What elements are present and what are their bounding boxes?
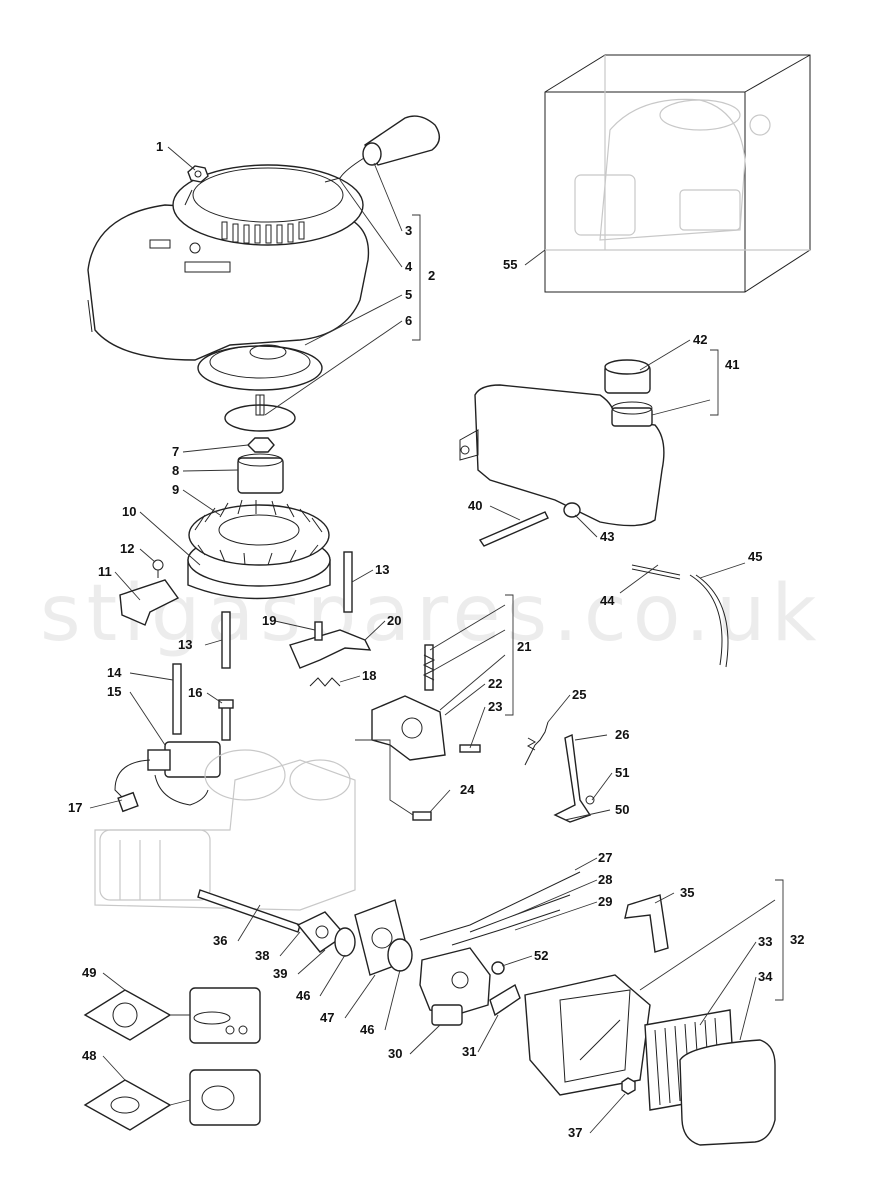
label-45: 45 <box>748 549 762 564</box>
bolt-14 <box>172 663 182 735</box>
gasket-46-a <box>334 927 356 957</box>
breather-tube-35 <box>624 894 669 953</box>
nut-1 <box>187 165 209 183</box>
label-35: 35 <box>680 885 694 900</box>
engine-assembly-box <box>544 54 811 293</box>
screw-16 <box>218 699 234 741</box>
fuel-cap <box>604 359 651 394</box>
gasket-31 <box>489 983 521 1017</box>
engine-block-ghost <box>94 749 356 911</box>
fuel-line <box>631 564 729 668</box>
label-3: 3 <box>405 223 412 238</box>
label-42: 42 <box>693 332 707 347</box>
control-plate <box>371 644 446 761</box>
fuel-tank <box>459 384 665 527</box>
label-23: 23 <box>488 699 502 714</box>
carburetor <box>419 947 491 1026</box>
governor-arm <box>289 621 372 687</box>
screw-37 <box>621 1077 636 1095</box>
throttle-link <box>419 871 581 946</box>
watermark-text: stigaspares.co.uk <box>40 569 823 659</box>
label-38: 38 <box>255 948 269 963</box>
label-4: 4 <box>405 259 413 274</box>
label-40: 40 <box>468 498 482 513</box>
brake-bracket <box>119 559 180 626</box>
starter-cup <box>224 394 296 432</box>
label-29: 29 <box>598 894 612 909</box>
label-47: 47 <box>320 1010 334 1025</box>
kit-bag-48 <box>83 1069 261 1131</box>
label-2: 2 <box>428 268 435 283</box>
label-37: 37 <box>568 1125 582 1140</box>
kit-bag-49 <box>83 987 261 1044</box>
label-31: 31 <box>462 1044 476 1059</box>
label-13-a: 13 <box>375 562 389 577</box>
long-bolt-36 <box>197 889 301 933</box>
label-16: 16 <box>188 685 202 700</box>
label-17: 17 <box>68 800 82 815</box>
flywheel-nut <box>247 437 275 453</box>
label-36: 36 <box>213 933 227 948</box>
air-filter-cover <box>679 1039 776 1146</box>
air-filter-base <box>524 974 651 1096</box>
starter-pulley <box>197 344 323 391</box>
label-7: 7 <box>172 444 179 459</box>
label-18: 18 <box>362 668 376 683</box>
flywheel-screen <box>237 453 284 494</box>
spring-25 <box>524 721 549 766</box>
fitting-52 <box>491 961 505 975</box>
callout-labels: 1 2 3 4 5 6 7 8 9 10 12 11 13 13 19 20 1… <box>68 139 804 1140</box>
label-27: 27 <box>598 850 612 865</box>
label-21: 21 <box>517 639 531 654</box>
lever-26 <box>553 733 595 823</box>
blower-housing <box>87 164 370 361</box>
label-8: 8 <box>172 463 179 478</box>
bolt-13-b <box>221 611 231 669</box>
label-32: 32 <box>790 932 804 947</box>
label-43: 43 <box>600 529 614 544</box>
label-10: 10 <box>122 504 136 519</box>
label-44: 44 <box>600 593 615 608</box>
label-15: 15 <box>107 684 121 699</box>
label-22: 22 <box>488 676 502 691</box>
washer-43 <box>563 502 581 518</box>
label-46-a: 46 <box>296 988 310 1003</box>
label-55: 55 <box>503 257 517 272</box>
leader-lines <box>89 146 784 1134</box>
label-5: 5 <box>405 287 412 302</box>
label-14: 14 <box>107 665 122 680</box>
starter-handle-and-rope <box>324 115 440 183</box>
gasket-46-b <box>387 938 413 972</box>
label-6: 6 <box>405 313 412 328</box>
bolt-13-a <box>343 551 353 613</box>
label-28: 28 <box>598 872 612 887</box>
label-24: 24 <box>460 782 475 797</box>
label-30: 30 <box>388 1046 402 1061</box>
label-12: 12 <box>120 541 134 556</box>
bolt-40 <box>478 511 549 547</box>
label-25: 25 <box>572 687 586 702</box>
label-20: 20 <box>387 613 401 628</box>
screw-23 <box>459 744 481 753</box>
label-19: 19 <box>262 613 276 628</box>
label-11: 11 <box>98 564 112 579</box>
label-50: 50 <box>615 802 629 817</box>
label-46-b: 46 <box>360 1022 374 1037</box>
screw-24 <box>412 811 432 821</box>
label-1: 1 <box>156 139 163 154</box>
label-39: 39 <box>273 966 287 981</box>
label-49: 49 <box>82 965 96 980</box>
label-52: 52 <box>534 948 548 963</box>
label-48: 48 <box>82 1048 96 1063</box>
label-41: 41 <box>725 357 739 372</box>
flywheel <box>187 499 331 600</box>
label-26: 26 <box>615 727 629 742</box>
label-9: 9 <box>172 482 179 497</box>
label-33: 33 <box>758 934 772 949</box>
ignition-coil <box>114 741 221 813</box>
label-51: 51 <box>615 765 629 780</box>
label-34: 34 <box>758 969 773 984</box>
label-13-b: 13 <box>178 637 192 652</box>
